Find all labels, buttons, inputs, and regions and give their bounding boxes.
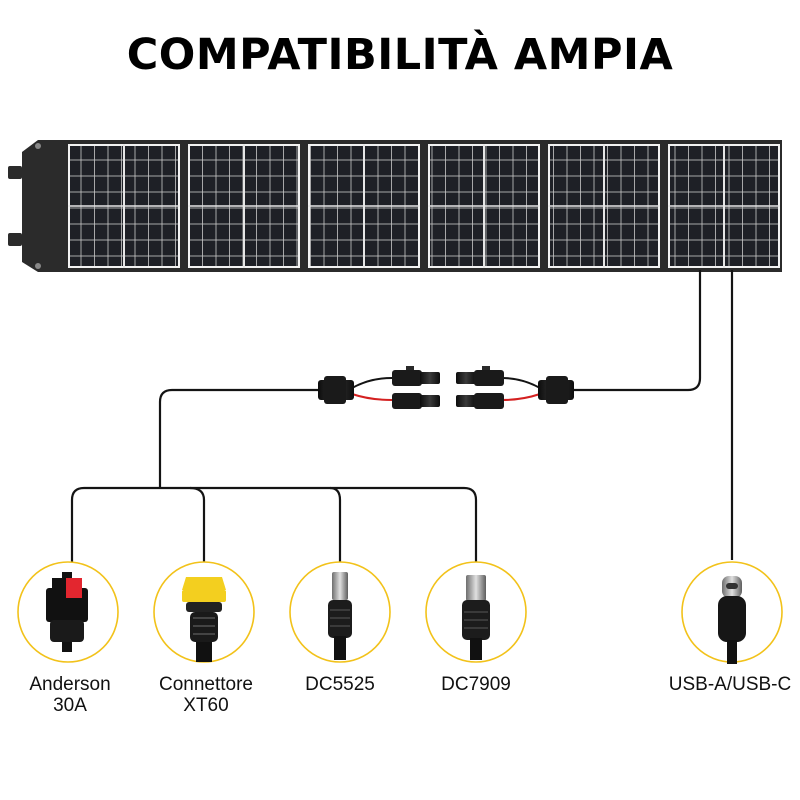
label-line-1: Connettore <box>158 674 253 695</box>
label-line-1: Anderson <box>29 674 111 695</box>
xt60-plug-icon <box>182 577 226 662</box>
anderson-badge <box>17 561 119 663</box>
connector-label-anderson: Anderson 30A <box>14 674 126 716</box>
dc5525-badge <box>289 561 391 663</box>
label-line-2: 30A <box>53 695 87 716</box>
solar-panel-segment <box>428 144 540 268</box>
connector-label-usb: USB-A/USB-C <box>660 674 800 695</box>
label-line-1: USB-A/USB-C <box>668 674 792 695</box>
solar-panel-segment <box>308 144 420 268</box>
xt60-badge <box>153 561 255 663</box>
cable-network <box>70 270 734 572</box>
label-line-1: DC5525 <box>305 674 375 695</box>
usb-badge <box>681 561 783 664</box>
connector-label-dc5525: DC5525 <box>290 674 390 695</box>
label-line-2: XT60 <box>183 695 229 716</box>
solar-panel-segment <box>68 144 180 268</box>
solar-panel-segment <box>188 144 300 268</box>
dc-barrel-plug-icon <box>328 572 352 660</box>
mc4-connector-icon <box>318 366 574 409</box>
connector-label-dc7909: DC7909 <box>426 674 526 695</box>
usb-c-plug-icon <box>718 576 746 664</box>
solar-panel-segment <box>548 144 660 268</box>
page-title: COMPATIBILITÀ AMPIA <box>126 30 674 80</box>
dc7909-badge <box>425 561 527 663</box>
solar-panel-icon <box>8 140 782 272</box>
label-line-1: DC7909 <box>441 674 511 695</box>
solar-panel-segment <box>668 144 780 268</box>
connector-label-xt60: Connettore XT60 <box>144 674 268 716</box>
dc-barrel-plug-icon <box>462 575 490 660</box>
anderson-plug-icon <box>46 572 88 652</box>
